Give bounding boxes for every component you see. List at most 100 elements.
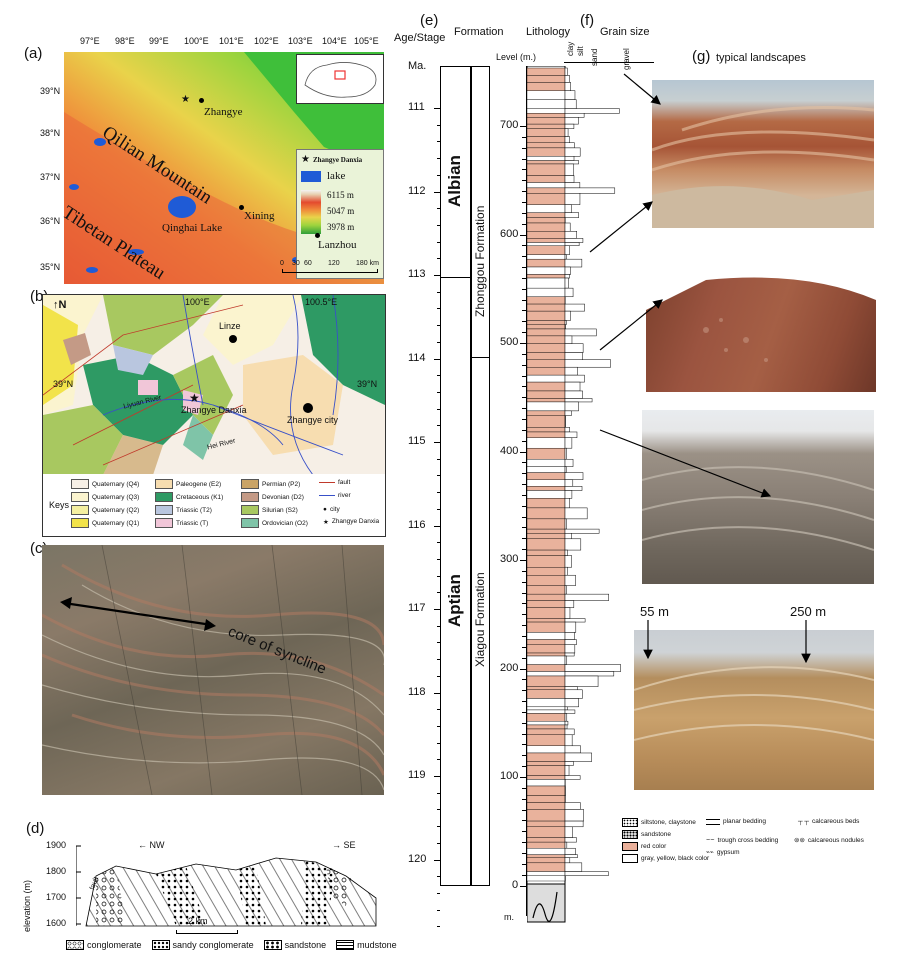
key-label: Cretaceous (K1) xyxy=(176,493,224,501)
stage-column: Albian Aptian xyxy=(440,66,472,886)
age-minor-tick xyxy=(437,558,440,560)
grain-profile xyxy=(564,187,616,194)
arrow-left-icon: ← xyxy=(138,840,147,850)
level-minor-tick xyxy=(522,733,526,735)
level-minor-tick xyxy=(522,538,526,540)
level-minor-tick xyxy=(522,332,526,334)
ytick: 1900 xyxy=(46,840,67,850)
grain-profile xyxy=(564,593,609,601)
key-label: Quaternary (Q2) xyxy=(92,506,140,514)
grain-profile xyxy=(564,328,597,337)
key-label: Quaternary (Q4) xyxy=(92,480,140,488)
level-minor-tick xyxy=(522,614,526,616)
key-swatch xyxy=(155,492,173,502)
level-minor-tick xyxy=(522,429,526,431)
level-minor-tick xyxy=(520,885,526,887)
label-city: Zhangye city xyxy=(287,415,339,425)
calcareous-nodules-icon: ⊚⊚ xyxy=(794,837,805,844)
map-a-legend: ★ Zhangye Danxia lake 6115 m 5047 m 3978… xyxy=(296,149,384,279)
grain-profile xyxy=(564,212,579,218)
age-minor-tick xyxy=(437,575,440,577)
lon-tick: 103°E xyxy=(288,36,313,46)
age-minor-tick xyxy=(437,926,440,928)
scale-bar: 0 30 60 120 180 km xyxy=(280,260,392,280)
level-minor-tick xyxy=(522,766,526,768)
level-minor-tick xyxy=(522,505,526,507)
lat-tick: 37°N xyxy=(40,172,61,182)
level-minor-tick xyxy=(522,842,526,844)
level-minor-tick xyxy=(522,191,526,193)
lat-tick: 39°N xyxy=(357,379,378,389)
section-legend: conglomerate sandy conglomerate sandston… xyxy=(66,940,397,950)
age-minor-tick xyxy=(437,809,440,811)
planar-bedding-icon xyxy=(706,818,720,825)
key-label: Triassic (T2) xyxy=(176,506,212,514)
key-label: Triassic (T) xyxy=(176,519,209,527)
age-minor-tick xyxy=(437,391,440,393)
city-dot-icon xyxy=(239,205,244,210)
age-minor-tick xyxy=(437,842,440,844)
header-lithology: Lithology xyxy=(526,26,571,38)
level-minor-tick xyxy=(522,701,526,703)
sandstone-swatch xyxy=(622,830,638,839)
grain-profile xyxy=(564,245,570,255)
header-age: Age/Stage xyxy=(394,32,446,44)
level-minor-tick xyxy=(522,679,526,681)
level-minor-tick xyxy=(522,180,526,182)
level-minor-tick xyxy=(522,549,526,551)
header-level: Level (m.) xyxy=(496,52,537,62)
age-tick: 113 xyxy=(408,268,426,280)
age-tick: 115 xyxy=(408,435,426,447)
key-item: Triassic (T2) xyxy=(155,505,212,515)
level-tick: 300 xyxy=(500,553,519,565)
level-minor-tick xyxy=(522,158,526,160)
place-qinghai-lake: Qinghai Lake xyxy=(162,222,223,234)
level-minor-tick xyxy=(522,364,526,366)
level-tick: 200 xyxy=(500,661,519,674)
lon-tick: 100°E xyxy=(184,36,209,46)
key-item: fault xyxy=(319,479,350,486)
grain-profile xyxy=(564,242,580,246)
landscape-photo-2 xyxy=(646,260,876,392)
level-minor-tick xyxy=(522,657,526,659)
age-minor-tick xyxy=(437,542,440,544)
legend-lake: lake xyxy=(327,170,346,182)
place-lanzhou: Lanzhou xyxy=(318,239,357,251)
sandy-conglomerate-swatch xyxy=(151,940,170,950)
danxia-star-icon: ★ xyxy=(181,94,190,105)
level-minor-tick xyxy=(522,809,526,811)
key-item: Paleogene (E2) xyxy=(155,479,221,489)
age-tick-mark xyxy=(434,609,440,610)
grain-profile xyxy=(564,709,576,714)
age-minor-tick xyxy=(437,375,440,377)
key-swatch xyxy=(155,505,173,515)
grain-profile xyxy=(564,258,583,268)
lon-tick: 101°E xyxy=(219,36,244,46)
level-minor-tick xyxy=(522,418,526,420)
age-minor-tick xyxy=(437,475,440,477)
age-tick: 112 xyxy=(408,184,426,197)
age-minor-tick xyxy=(437,675,440,677)
key-label: Devonian (D2) xyxy=(262,493,304,501)
level-minor-tick xyxy=(522,820,526,822)
level-minor-tick xyxy=(522,397,526,399)
panel-label-e: (e) xyxy=(420,12,439,29)
level-tick: 100 xyxy=(500,770,519,782)
level-minor-tick xyxy=(522,592,526,594)
level-minor-tick xyxy=(522,256,526,258)
china-inset xyxy=(296,54,384,104)
level-minor-tick xyxy=(522,874,526,876)
star-icon: ★ xyxy=(323,519,329,526)
age-minor-tick xyxy=(437,625,440,627)
place-zhangye: Zhangye xyxy=(204,106,243,118)
city-dot-icon xyxy=(229,335,237,343)
landscapes-title: typical landscapes xyxy=(716,52,806,64)
key-item: ★Zhangye Danxia xyxy=(323,518,380,526)
age-minor-tick xyxy=(437,909,440,911)
grain-profile xyxy=(564,574,576,586)
age-minor-tick xyxy=(437,241,440,243)
grain-profile xyxy=(564,675,599,687)
red-color-swatch xyxy=(622,842,638,851)
grain-profile xyxy=(564,775,581,780)
marker-55m: 55 m xyxy=(640,604,669,619)
